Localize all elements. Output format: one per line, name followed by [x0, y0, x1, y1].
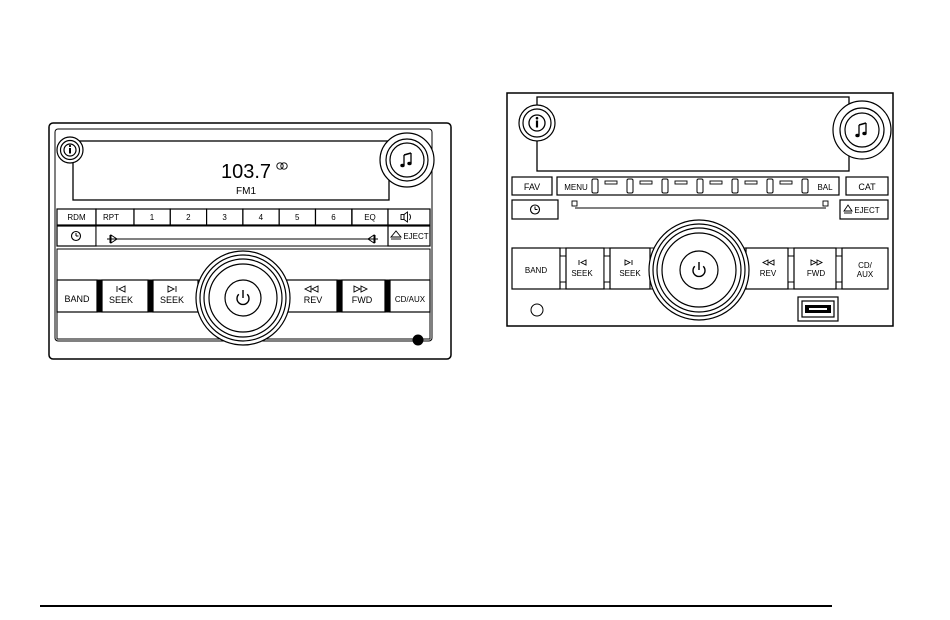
- preset-label-4: 4: [259, 213, 264, 222]
- tone-knob[interactable]: [380, 133, 434, 187]
- preset-button[interactable]: [732, 179, 738, 193]
- info-knob[interactable]: [57, 137, 83, 163]
- slot-marker-left-icon: [572, 201, 577, 206]
- preset-label-3: 3: [222, 213, 227, 222]
- cat-label: CAT: [858, 182, 876, 192]
- preset-indicator: [710, 181, 722, 184]
- cd-aux-label: CD/AUX: [395, 295, 426, 304]
- divider: [337, 280, 342, 312]
- preset-button[interactable]: [802, 179, 808, 193]
- preset-indicator: [640, 181, 652, 184]
- eject-label: EJECT: [403, 232, 428, 241]
- cd-aux-label-line2: AUX: [857, 270, 874, 279]
- divider: [560, 256, 566, 282]
- band-label: BAND: [64, 294, 90, 304]
- rev-label: REV: [304, 295, 323, 305]
- divider: [148, 280, 153, 312]
- fwd-label: FWD: [807, 269, 825, 278]
- divider: [788, 256, 794, 282]
- menu-label: MENU: [564, 183, 588, 192]
- band-readout: FM1: [236, 186, 256, 197]
- seek-forward-label: SEEK: [160, 295, 184, 305]
- info-knob[interactable]: [519, 105, 555, 141]
- seek-back-label: SEEK: [109, 295, 133, 305]
- eject-label: EJECT: [854, 206, 879, 215]
- radio-a: 103.7 FM1: [49, 123, 451, 359]
- preset-button[interactable]: [767, 179, 773, 193]
- preset-indicator: [745, 181, 757, 184]
- radio-b-display: [537, 97, 849, 171]
- power-volume-knob[interactable]: [649, 220, 749, 320]
- cd-aux-label-line1: CD/: [858, 261, 873, 270]
- preset-button[interactable]: [627, 179, 633, 193]
- seek-forward-label: SEEK: [619, 269, 641, 278]
- cd-slot-panel: [96, 226, 388, 246]
- divider: [604, 256, 610, 282]
- power-volume-knob[interactable]: [196, 251, 290, 345]
- radio-b: FAV MENU BAL CAT EJECT BAND: [507, 93, 893, 326]
- rdm-label: RDM: [67, 213, 86, 222]
- tone-knob[interactable]: [833, 101, 891, 159]
- frequency-readout: 103.7: [221, 161, 271, 183]
- divider: [97, 280, 102, 312]
- preset-label-6: 6: [331, 213, 336, 222]
- rpt-label: RPT: [103, 213, 119, 222]
- preset-row: RDM RPT 1 2 3 4 5 6 EQ: [57, 209, 430, 225]
- slot-marker-right-icon: [823, 201, 828, 206]
- preset-indicator: [605, 181, 617, 184]
- band-label: BAND: [525, 266, 547, 275]
- preset-label-1: 1: [150, 213, 155, 222]
- seek-back-label: SEEK: [571, 269, 593, 278]
- preset-indicator: [780, 181, 792, 184]
- fwd-label: FWD: [352, 295, 373, 305]
- rev-label: REV: [760, 269, 777, 278]
- preset-button[interactable]: [592, 179, 598, 193]
- divider: [836, 256, 842, 282]
- preset-button[interactable]: [697, 179, 703, 193]
- bal-label: BAL: [817, 183, 833, 192]
- preset-label-2: 2: [186, 213, 191, 222]
- preset-indicator: [675, 181, 687, 184]
- divider: [385, 280, 390, 312]
- mute-button[interactable]: [388, 209, 430, 225]
- preset-button[interactable]: [662, 179, 668, 193]
- eq-label: EQ: [364, 213, 376, 222]
- indicator-led: [413, 335, 424, 346]
- fav-label: FAV: [524, 182, 540, 192]
- preset-label-5: 5: [295, 213, 300, 222]
- indicator-led: [531, 304, 543, 316]
- usb-port-icon[interactable]: [798, 297, 838, 321]
